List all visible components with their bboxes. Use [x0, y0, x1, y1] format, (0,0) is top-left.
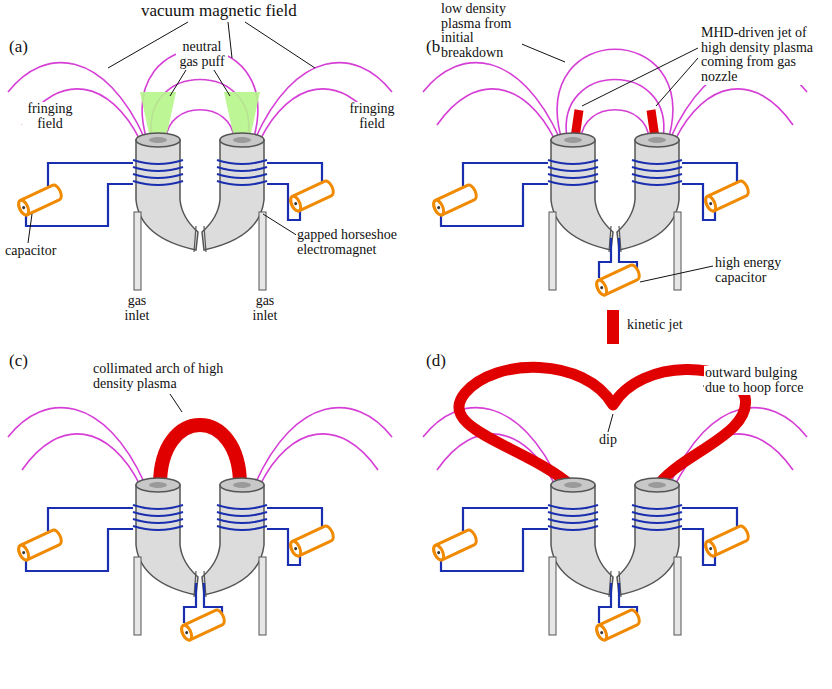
plasma-label: MHD-driven jet of high density plasma co…	[700, 26, 817, 85]
panel-letter: (d)	[425, 352, 447, 370]
figure-title: vacuum magnetic field	[140, 2, 298, 20]
part-label: gas inlet	[242, 294, 288, 323]
part-label: high energy capacitor	[714, 256, 808, 285]
part-label: gas inlet	[114, 294, 160, 323]
field-label: fringing field	[344, 102, 400, 131]
plasma-label: collimated arch of high density plasma	[92, 362, 244, 391]
gas-label: neutral gas puff	[176, 40, 228, 69]
panel-letter: (c)	[8, 352, 29, 370]
field-label: fringing field	[22, 102, 78, 131]
plasma-label: dip	[598, 433, 618, 448]
part-label: capacitor	[4, 244, 57, 259]
plasma-label: low density plasma from initial breakdow…	[440, 2, 522, 61]
plasma-label: outward bulging due to hoop force	[704, 366, 818, 395]
part-label: gapped horseshoe electromagnet	[296, 228, 398, 257]
panel-letter: (a)	[8, 38, 29, 56]
plasma-label: kinetic jet	[626, 318, 684, 333]
